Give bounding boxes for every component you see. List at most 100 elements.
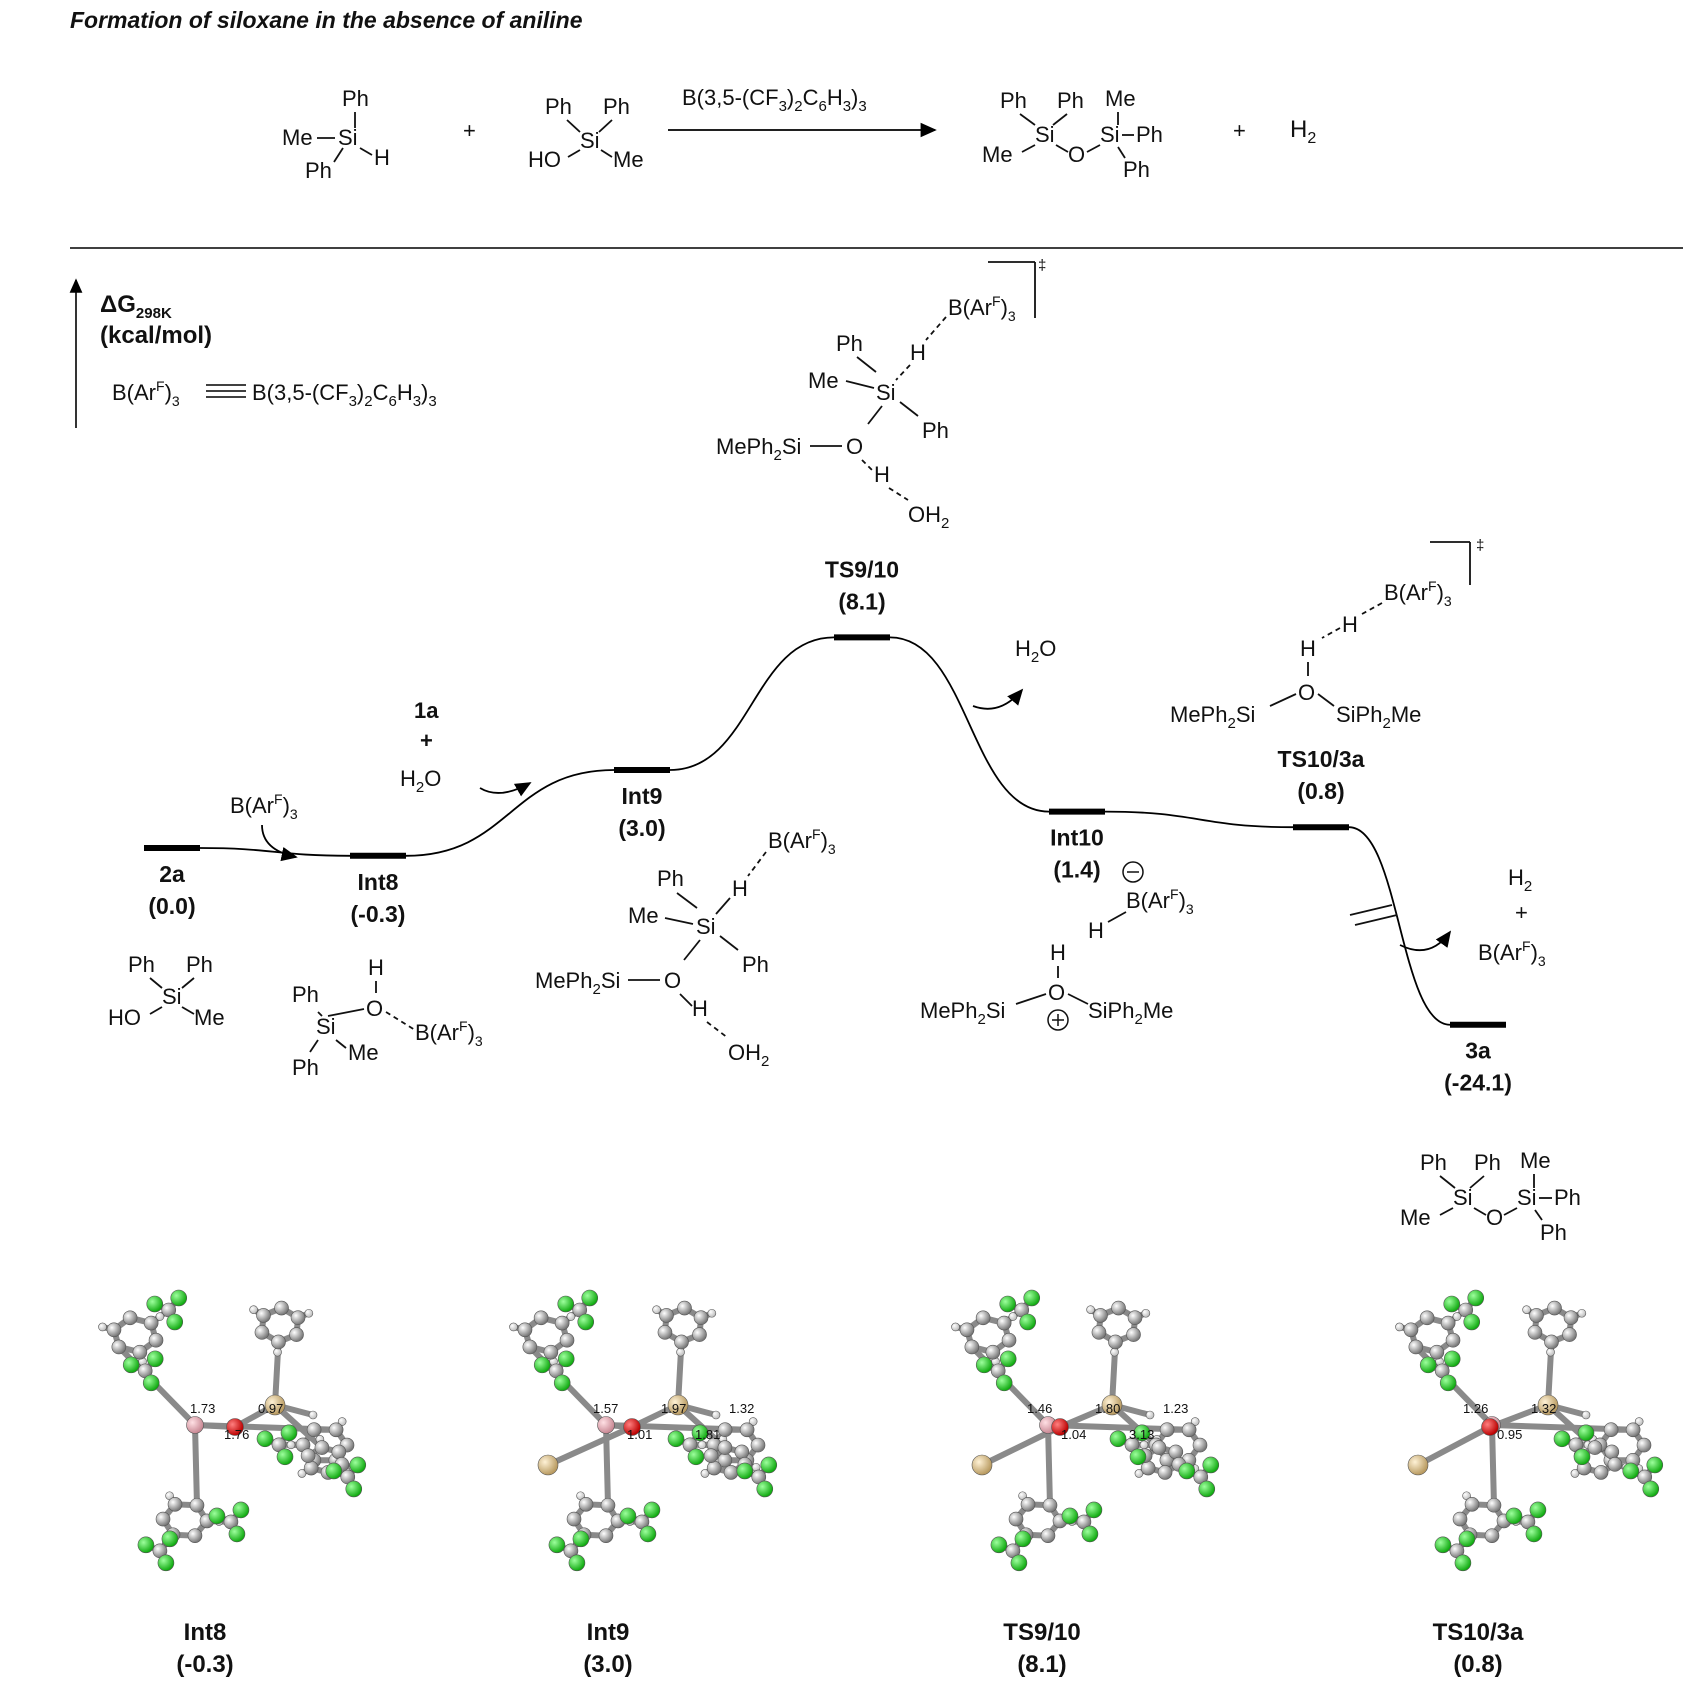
distance-label: 0.95 [1497, 1427, 1522, 1442]
structure-3a: Ph Ph Me Si Me O Si Ph Ph [1400, 1148, 1581, 1245]
distance-label: 1.26 [1463, 1401, 1488, 1416]
svg-text:H: H [732, 876, 748, 901]
svg-text:Me: Me [1105, 86, 1136, 111]
svg-text:Si: Si [162, 984, 182, 1009]
level-int8: Int8(-0.3) [350, 852, 406, 927]
svg-text:Ph: Ph [292, 1055, 319, 1080]
svg-text:Me: Me [613, 147, 644, 172]
svg-text:O: O [1048, 980, 1065, 1005]
svg-text:Ph: Ph [1540, 1220, 1567, 1245]
svg-text:Ph: Ph [342, 86, 369, 111]
molecular-models: 1.731.760.97Int8(-0.3)1.571.011.971.811.… [98, 1289, 1664, 1678]
distance-label: 3.13 [1129, 1427, 1154, 1442]
structure-ts103a: ‡ B(ArF)3 H H O MePh2Si SiPh2Me [1170, 537, 1484, 732]
distance-label: 1.81 [695, 1427, 720, 1442]
level-energy: (0.0) [148, 893, 195, 919]
svg-text:Me: Me [348, 1040, 379, 1065]
svg-text:B(ArF)3: B(ArF)3 [1384, 578, 1452, 609]
svg-text:‡: ‡ [1038, 257, 1046, 274]
svg-text:Ph: Ph [1057, 88, 1084, 113]
structure-int10: B(ArF)3 H H O MePh2Si SiPh2Me [920, 861, 1194, 1031]
svg-text:Si: Si [1100, 122, 1120, 147]
svg-text:Ph: Ph [186, 952, 213, 977]
level-name: TS10/3a [1278, 746, 1365, 772]
model-energy: (8.1) [1017, 1651, 1066, 1678]
distance-label: 1.32 [1531, 1401, 1556, 1416]
reagent-1a: 1a [414, 698, 439, 723]
distance-label: 1.23 [1163, 1401, 1188, 1416]
distance-label: 1.01 [627, 1427, 652, 1442]
svg-text:Si: Si [338, 125, 358, 150]
level-name: Int9 [622, 783, 663, 809]
svg-text:HO: HO [528, 147, 561, 172]
svg-text:Ph: Ph [128, 952, 155, 977]
level-energy: (8.1) [838, 588, 885, 614]
svg-text:Si: Si [580, 128, 600, 153]
svg-text:Ph: Ph [836, 331, 863, 356]
level-int9: Int9 (3.0) [614, 767, 670, 841]
model-name: Int8 [184, 1619, 227, 1646]
level-ts9-10: TS9/10(8.1) [825, 556, 899, 641]
svg-text:O: O [1068, 142, 1085, 167]
svg-text:Me: Me [194, 1005, 225, 1030]
svg-text:O: O [366, 996, 383, 1021]
svg-text:Ph: Ph [1123, 157, 1150, 182]
svg-text:H: H [374, 145, 390, 170]
svg-text:Me: Me [628, 903, 659, 928]
model-energy: (0.8) [1453, 1651, 1502, 1678]
h2-product: H2 [1290, 116, 1316, 147]
profile-annotations: B(ArF)3 1a + H2O H2O H2 + B(ArF)3 [230, 636, 1546, 969]
svg-text:‡: ‡ [1476, 537, 1484, 554]
structure-int8: H O Ph Si Me Ph B(ArF)3 [292, 955, 483, 1080]
abbrev-expansion: B(3,5-(CF3)2C6H3)3 [252, 380, 437, 410]
reaction-scheme: Ph Me Si H Ph + Ph Ph Si HO Me B(3,5-(CF… [282, 85, 1316, 183]
svg-text:O: O [1298, 680, 1315, 705]
profile-curve [144, 636, 1506, 1026]
axis-unit: (kcal/mol) [100, 322, 212, 349]
structure-ts910: ‡ B(ArF)3 H Ph Me Si Ph MePh2Si O H OH2 [716, 257, 1046, 532]
level-name: 2a [159, 861, 185, 887]
abbrev-definition: B(ArF)3 [112, 378, 180, 409]
svg-text:O: O [664, 968, 681, 993]
distance-label: 1.57 [593, 1401, 618, 1416]
svg-text:OH2: OH2 [908, 502, 949, 532]
level-name: Int8 [358, 869, 399, 895]
distance-label: 1.97 [661, 1401, 686, 1416]
structure-int9: B(ArF)3 H Ph Me Si Ph MePh2Si O H OH2 [535, 826, 836, 1070]
distance-label: 1.73 [190, 1401, 215, 1416]
svg-text:Ph: Ph [292, 982, 319, 1007]
svg-text:HO: HO [108, 1005, 141, 1030]
svg-text:Si: Si [1035, 122, 1055, 147]
h2-release: H2 [1508, 865, 1532, 895]
svg-text:Me: Me [1400, 1205, 1431, 1230]
silane-structure: Ph Me Si H Ph [282, 86, 390, 183]
barf-release: B(ArF)3 [1478, 938, 1546, 969]
page-title: Formation of siloxane in the absence of … [70, 7, 583, 33]
reagent-plus: + [420, 728, 433, 753]
svg-text:OH2: OH2 [728, 1040, 769, 1070]
level-name: 3a [1465, 1038, 1491, 1064]
svg-text:Si: Si [876, 380, 896, 405]
level-energy: (0.8) [1297, 778, 1344, 804]
distance-label: 1.76 [224, 1427, 249, 1442]
plus-sign: + [463, 118, 476, 143]
svg-text:Si: Si [1517, 1185, 1537, 1210]
svg-text:Ph: Ph [545, 94, 572, 119]
model-name: Int9 [587, 1619, 630, 1646]
svg-text:Me: Me [1520, 1148, 1551, 1173]
svg-text:H: H [368, 955, 384, 980]
level-ts10-3a: TS10/3a (0.8) [1278, 746, 1365, 831]
svg-text:H: H [692, 996, 708, 1021]
svg-text:Ph: Ph [742, 952, 769, 977]
svg-text:Ph: Ph [922, 418, 949, 443]
level-2a: 2a (0.0) [144, 845, 200, 919]
level-energy: (3.0) [618, 815, 665, 841]
siloxane-structure: Ph Ph Me Si Me O Si Ph Ph [982, 86, 1163, 182]
svg-text:Ph: Ph [1136, 122, 1163, 147]
reagent-water: H2O [400, 766, 441, 796]
svg-text:H: H [910, 340, 926, 365]
